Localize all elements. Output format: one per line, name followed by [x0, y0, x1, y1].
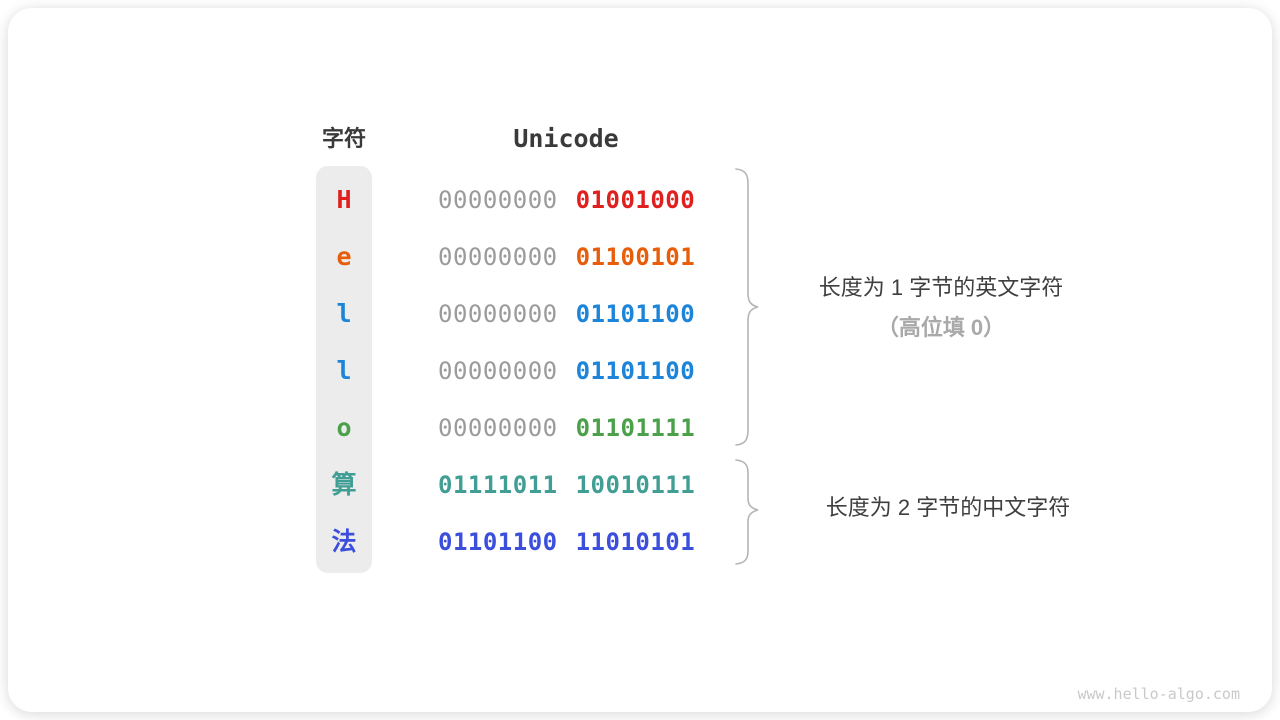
high-byte: 00000000: [438, 185, 558, 214]
table-row: 算 01111011 10010111: [8, 456, 1272, 513]
table-row: l 00000000 01101100: [8, 342, 1272, 399]
high-byte: 00000000: [438, 413, 558, 442]
unicode-bytes: 00000000 01101100: [438, 285, 695, 342]
unicode-bytes: 00000000 01100101: [438, 228, 695, 285]
table-row: H 00000000 01001000: [8, 171, 1272, 228]
column-header-unicode: Unicode: [513, 124, 619, 153]
table-row: l 00000000 01101100: [8, 285, 1272, 342]
unicode-bytes: 00000000 01101100: [438, 342, 695, 399]
high-byte: 00000000: [438, 242, 558, 271]
annotation-english-chars: 长度为 1 字节的英文字符 （高位填 0）: [766, 268, 1116, 348]
high-byte: 01101100: [438, 527, 558, 556]
unicode-bytes: 01111011 10010111: [438, 456, 695, 513]
high-byte: 00000000: [438, 299, 558, 328]
low-byte: 11010101: [575, 527, 696, 556]
table-row: o 00000000 01101111: [8, 399, 1272, 456]
character-cell: l: [336, 356, 352, 385]
annotation-english-line2: （高位填 0）: [876, 315, 1006, 340]
character-cell: o: [336, 413, 352, 442]
low-byte: 01101100: [575, 356, 696, 385]
diagram-card: 字符 Unicode H 00000000 01001000 e 00000000 011…: [8, 8, 1272, 712]
unicode-bytes: 00000000 01101111: [438, 399, 695, 456]
annotation-english-line1: 长度为 1 字节的英文字符: [818, 275, 1064, 300]
low-byte: 01001000: [575, 185, 696, 214]
high-byte: 01111011: [438, 470, 558, 499]
character-cell: 算: [331, 470, 357, 499]
character-cell: e: [336, 242, 352, 271]
high-byte: 00000000: [438, 356, 558, 385]
low-byte: 01101111: [575, 413, 696, 442]
low-byte: 01100101: [575, 242, 696, 271]
watermark-url: www.hello-algo.com: [1077, 685, 1240, 703]
unicode-bytes: 00000000 01001000: [438, 171, 695, 228]
character-cell: H: [336, 185, 352, 214]
column-header-character: 字符: [321, 126, 366, 151]
character-cell: 法: [331, 527, 357, 556]
annotation-chinese-chars: 长度为 2 字节的中文字符: [825, 495, 1071, 520]
low-byte: 10010111: [575, 470, 696, 499]
character-column-background: [316, 166, 372, 573]
unicode-bytes: 01101100 11010101: [438, 513, 695, 570]
character-cell: l: [336, 299, 352, 328]
low-byte: 01101100: [575, 299, 696, 328]
table-row: e 00000000 01100101: [8, 228, 1272, 285]
table-row: 法 01101100 11010101: [8, 513, 1272, 570]
